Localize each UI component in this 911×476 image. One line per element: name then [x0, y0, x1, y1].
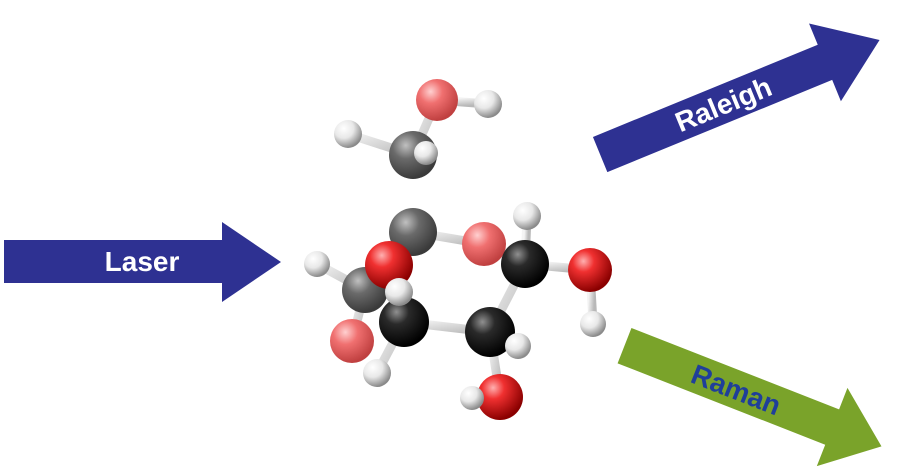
laser-arrow: Laser: [4, 222, 281, 302]
oxygen-atom: [477, 374, 523, 420]
oxygen-atom: [330, 319, 374, 363]
raleigh-arrow-label: Raleigh: [671, 71, 776, 138]
raman-arrow-label: Raman: [687, 358, 785, 421]
raleigh-arrow-shape: [592, 23, 880, 173]
oxygen-atom: [365, 241, 413, 289]
oxygen-atom: [416, 79, 458, 121]
carbon-atom: [379, 297, 429, 347]
raman-arrow: Raman: [617, 327, 882, 467]
hydrogen-atom: [363, 359, 391, 387]
raman-arrow-shape: [617, 327, 882, 467]
carbon-atom: [389, 208, 437, 256]
hydrogen-atom: [385, 278, 413, 306]
hydrogen-atom: [474, 90, 502, 118]
hydrogen-atom: [334, 120, 362, 148]
hydrogen-atom: [460, 386, 484, 410]
hydrogen-atom: [304, 251, 330, 277]
laser-arrow-label: Laser: [105, 246, 180, 277]
raleigh-arrow: Raleigh: [592, 23, 880, 173]
oxygen-atom: [462, 222, 506, 266]
laser-arrow-shape: [4, 222, 281, 302]
carbon-atom: [501, 240, 549, 288]
hydrogen-atom: [414, 141, 438, 165]
hydrogen-atom: [580, 311, 606, 337]
molecule: [304, 79, 612, 420]
hydrogen-atom: [505, 333, 531, 359]
carbon-atom: [465, 307, 515, 357]
hydrogen-atom: [513, 202, 541, 230]
oxygen-atom: [568, 248, 612, 292]
